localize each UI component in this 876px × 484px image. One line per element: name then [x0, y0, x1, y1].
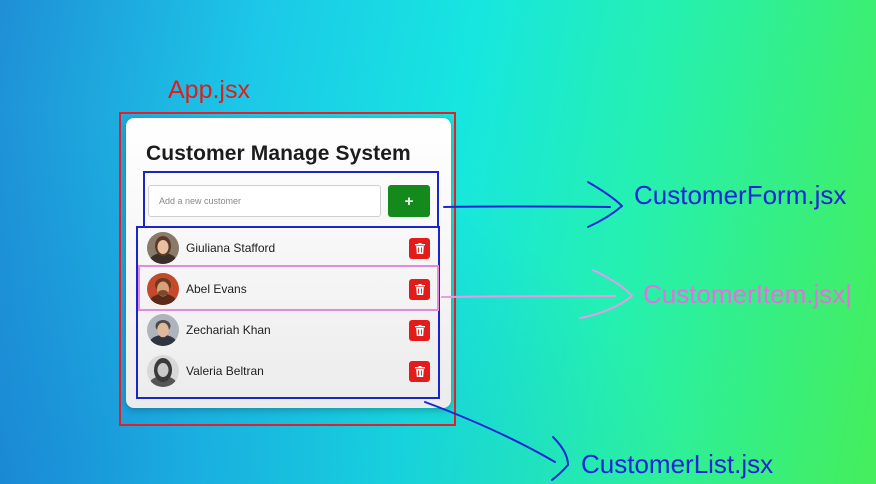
customer-name: Giuliana Stafford — [186, 241, 276, 255]
app-card — [126, 118, 451, 408]
add-customer-input[interactable] — [148, 185, 381, 217]
avatar-icon — [147, 273, 179, 305]
delete-customer-button[interactable] — [409, 238, 430, 259]
avatar-icon — [147, 314, 179, 346]
customer-list-item: Valeria Beltran — [140, 352, 436, 390]
delete-customer-button[interactable] — [409, 279, 430, 300]
trash-icon — [414, 243, 425, 254]
customer-name: Valeria Beltran — [186, 364, 264, 378]
delete-customer-button[interactable] — [409, 320, 430, 341]
customer-list-jsx-label: CustomerList.jsx — [581, 449, 774, 479]
customer-form-jsx-label: CustomerForm.jsx — [634, 180, 847, 210]
trash-icon — [414, 325, 425, 336]
trash-icon — [414, 366, 425, 377]
customer-list-item: Abel Evans — [140, 270, 436, 308]
customer-name: Abel Evans — [186, 282, 247, 296]
customer-list-item: Zechariah Khan — [140, 311, 436, 349]
delete-customer-button[interactable] — [409, 361, 430, 382]
customer-form-arrow — [443, 181, 623, 228]
customer-item-jsx-label: CustomerItem.jsx| — [643, 279, 853, 309]
avatar-icon — [147, 232, 179, 264]
customer-item-arrow — [441, 269, 633, 319]
app-jsx-label: App.jsx — [168, 76, 250, 104]
customer-list-item: Giuliana Stafford — [140, 229, 436, 267]
customer-list-arrow — [424, 401, 569, 481]
avatar-icon — [147, 355, 179, 387]
add-customer-button[interactable]: + — [388, 185, 430, 217]
customer-name: Zechariah Khan — [186, 323, 271, 337]
trash-icon — [414, 284, 425, 295]
page-title: Customer Manage System — [146, 142, 411, 165]
